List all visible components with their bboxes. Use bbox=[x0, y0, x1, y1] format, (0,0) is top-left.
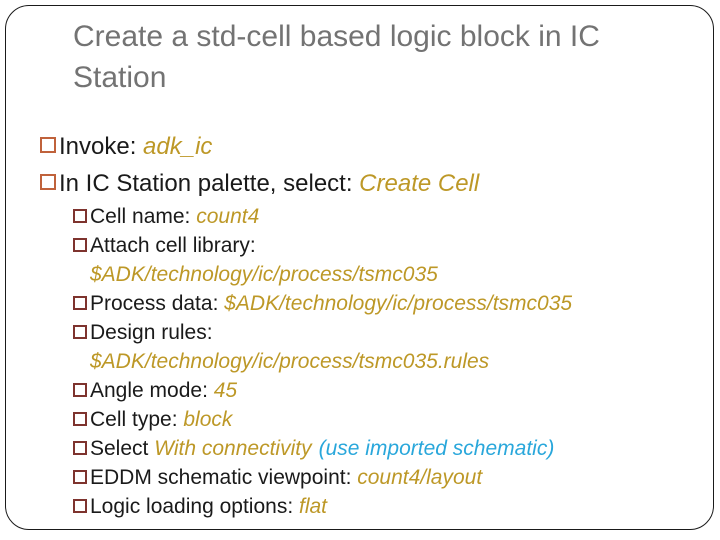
text-segment-value: adk_ic bbox=[143, 133, 213, 160]
bullet-item: Angle mode: 45 bbox=[40, 376, 706, 405]
bullet-square-icon bbox=[73, 296, 87, 310]
bullet-item: Attach cell library: $ADK/technology/ic/p… bbox=[40, 231, 706, 289]
text-segment-plain: Attach cell library: bbox=[90, 234, 256, 257]
text-segment-plain: Select bbox=[90, 437, 155, 460]
text-segment-value: count4/layout bbox=[357, 466, 483, 489]
slide-title: Create a std-cell based logic block in I… bbox=[73, 20, 600, 94]
text-segment-plain: Logic loading options: bbox=[90, 495, 299, 518]
bullet-text: Logic loading options: flat bbox=[90, 492, 706, 521]
text-segment-plain: Angle mode: bbox=[90, 379, 214, 402]
bullet-square-icon bbox=[73, 383, 87, 397]
bullet-item: Design rules: $ADK/technology/ic/process/… bbox=[40, 318, 706, 376]
bullet-text: EDDM schematic viewpoint: count4/layout bbox=[90, 463, 706, 492]
text-segment-value: $ADK/technology/ic/process/tsmc035 bbox=[90, 263, 438, 286]
text-segment-value: block bbox=[183, 408, 233, 431]
text-segment-plain: Cell type: bbox=[90, 408, 184, 431]
text-segment-plain: Design rules: bbox=[90, 321, 213, 344]
bullet-item: Process data: $ADK/technology/ic/process… bbox=[40, 289, 706, 318]
bullet-text: Select With connectivity (use imported sc… bbox=[90, 434, 706, 463]
bullet-square-icon bbox=[73, 325, 87, 339]
text-segment-value: flat bbox=[299, 495, 328, 518]
bullet-square-icon bbox=[73, 441, 87, 455]
bullet-square-icon bbox=[73, 499, 87, 513]
bullet-square-icon bbox=[73, 470, 87, 484]
bullet-item: Invoke: adk_ic bbox=[40, 128, 706, 165]
text-segment-value: $ADK/technology/ic/process/tsmc035.rules bbox=[90, 350, 490, 373]
bullet-square-icon bbox=[40, 174, 56, 190]
bullet-item: Cell type: block bbox=[40, 405, 706, 434]
bullet-item: Select With connectivity (use imported sc… bbox=[40, 434, 706, 463]
bullet-item: Logic loading options: flat bbox=[40, 492, 706, 521]
bullet-text: Cell name: count4 bbox=[90, 202, 706, 231]
text-segment-note: (use imported schematic) bbox=[318, 437, 555, 460]
bullet-text: Design rules: $ADK/technology/ic/process/… bbox=[90, 318, 706, 376]
text-segment-value: $ADK/technology/ic/process/tsmc035 bbox=[224, 292, 573, 315]
text-segment-value: Create Cell bbox=[359, 170, 480, 197]
bullet-item: EDDM schematic viewpoint: count4/layout bbox=[40, 463, 706, 492]
bullet-text: Attach cell library: $ADK/technology/ic/p… bbox=[90, 231, 706, 289]
bullet-text: In IC Station palette, select: Create Ce… bbox=[59, 165, 706, 202]
text-segment-value: 45 bbox=[213, 379, 238, 402]
text-segment-value: count4 bbox=[196, 205, 260, 228]
text-segment-plain: Invoke: bbox=[59, 133, 144, 160]
text-segment-plain: In IC Station palette, select: bbox=[59, 170, 360, 197]
bullet-square-icon bbox=[73, 238, 87, 252]
bullet-square-icon bbox=[40, 137, 56, 153]
text-segment-plain: EDDM schematic viewpoint: bbox=[90, 466, 358, 489]
text-segment-plain: Cell name: bbox=[90, 205, 197, 228]
bullet-text: Angle mode: 45 bbox=[90, 376, 706, 405]
bullet-text: Process data: $ADK/technology/ic/process… bbox=[90, 289, 706, 318]
bullet-square-icon bbox=[73, 209, 87, 223]
text-segment-plain: Process data: bbox=[90, 292, 225, 315]
bullet-item: Cell name: count4 bbox=[40, 202, 706, 231]
bullet-text: Invoke: adk_ic bbox=[59, 128, 706, 165]
bullet-text: Cell type: block bbox=[90, 405, 706, 434]
text-segment-value: With connectivity bbox=[154, 437, 312, 460]
bullet-square-icon bbox=[73, 412, 87, 426]
bullet-item: In IC Station palette, select: Create Ce… bbox=[40, 165, 706, 202]
